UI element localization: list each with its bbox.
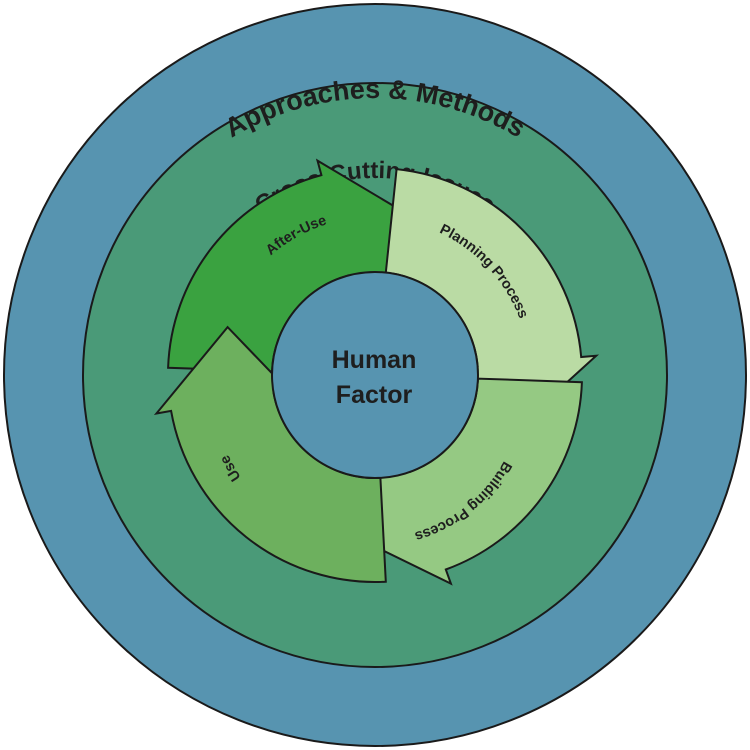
center-label-line1: Human — [332, 346, 417, 374]
human-factor-circle — [271, 271, 479, 479]
center-label-line2: Factor — [336, 381, 413, 409]
